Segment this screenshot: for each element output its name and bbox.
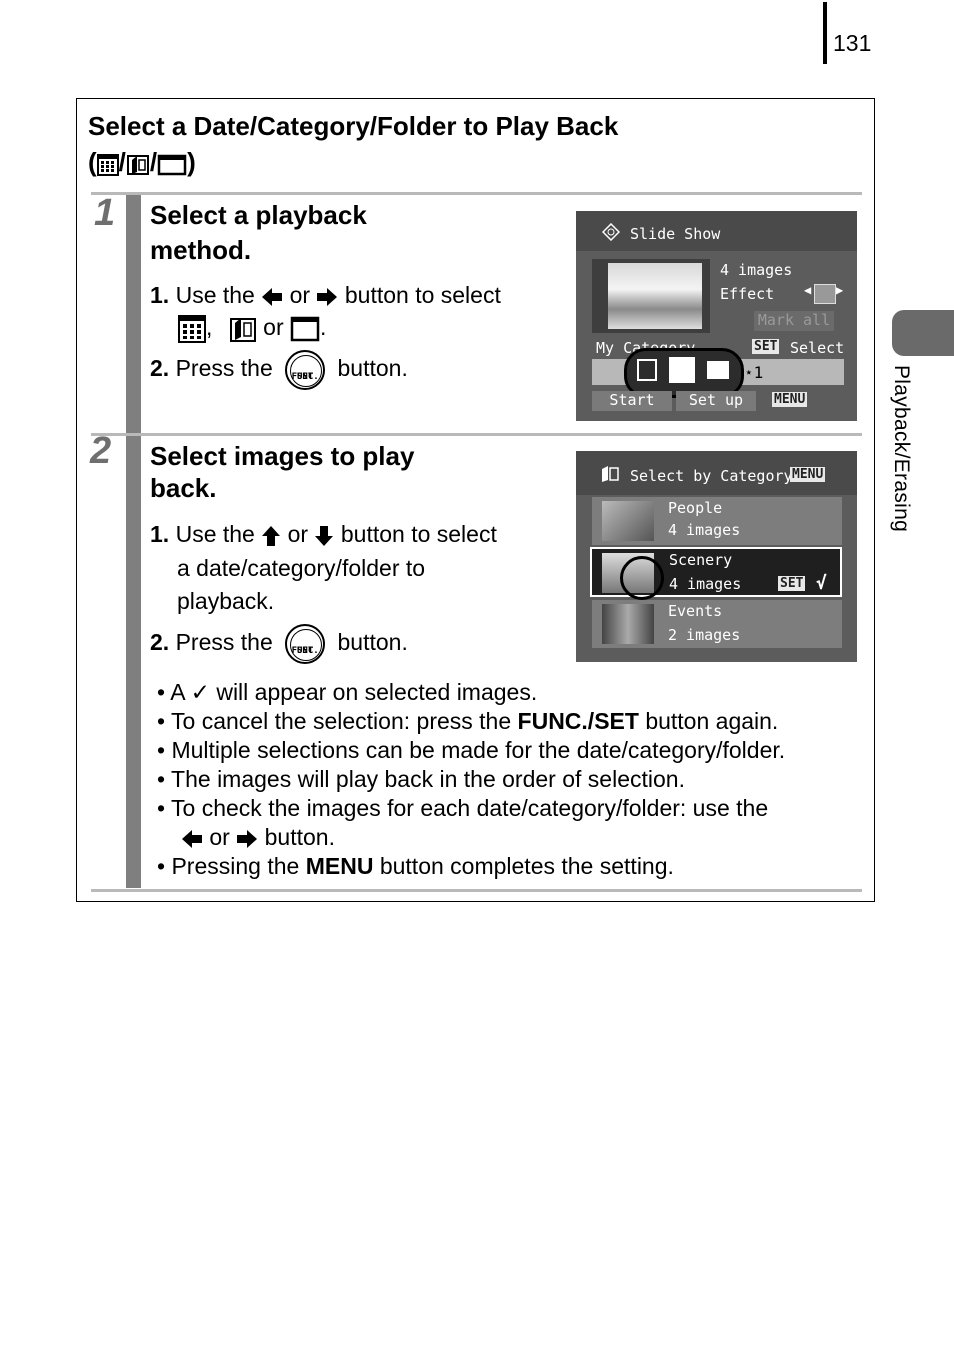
- step1-item1-line2: , or .: [178, 311, 326, 344]
- folder-icon: [157, 154, 187, 176]
- func-set-button-icon: FUNC.SET: [285, 624, 326, 664]
- func-set-button-icon: FUNC.SET: [285, 350, 326, 390]
- left-arrow-icon: [182, 829, 202, 848]
- step1-item2: 2. Press the FUNC.SET button.: [150, 350, 408, 390]
- up-arrow-icon: [262, 525, 281, 546]
- right-arrow-icon: [237, 829, 258, 848]
- category-icon: [229, 317, 256, 342]
- date-grid-icon: [96, 154, 119, 177]
- slideshow-header: Slide Show: [630, 225, 721, 243]
- right-arrow-icon: [317, 287, 338, 306]
- step2-item1-line2: a date/category/folder to: [177, 555, 426, 581]
- chapter-tab: [892, 310, 954, 356]
- effect-label: Effect: [720, 285, 775, 303]
- category-icon: [126, 155, 149, 176]
- camera-screen-slideshow: Slide Show 4 images Effect ◀ ▶ Mark all …: [576, 211, 857, 421]
- effect-selector: ◀ ▶: [804, 283, 844, 305]
- slideshow-icon: [602, 223, 620, 241]
- step2-number: 2: [90, 430, 112, 472]
- page-number-rule: [823, 2, 827, 64]
- step2-item1-line3: playback.: [177, 588, 275, 614]
- set-badge: SET: [752, 339, 780, 354]
- note-2: • To cancel the selection: press the FUN…: [157, 708, 779, 734]
- section-title: Select a Date/Category/Folder to Play Ba…: [88, 108, 618, 180]
- category-icon: [602, 466, 619, 482]
- setup-button: Set up: [676, 391, 756, 411]
- section-title-line2: (//): [88, 147, 196, 177]
- divider-top: [91, 192, 862, 195]
- step-bar: [126, 195, 141, 888]
- folder-icon: [290, 316, 320, 342]
- note-4: • The images will play back in the order…: [157, 766, 685, 792]
- category-row-people: People 4 images: [592, 497, 842, 545]
- category-row-events: Events 2 images: [592, 600, 842, 648]
- section-title-line1: Select a Date/Category/Folder to Play Ba…: [88, 111, 619, 141]
- divider-bottom: [91, 889, 862, 892]
- select-label: Select: [790, 339, 845, 357]
- menu-badge: MENU: [790, 467, 826, 482]
- image-count: 4 images: [720, 261, 793, 279]
- chapter-label: Playback/Erasing: [890, 365, 913, 533]
- note-6: • Pressing the MENU button completes the…: [157, 853, 674, 879]
- highlight-ellipse: [624, 348, 744, 398]
- section-frame: [76, 98, 875, 902]
- divider-middle: [91, 433, 862, 436]
- step2-item1: 1. Use the or button to select: [150, 521, 497, 547]
- preview-thumbnail: [592, 259, 710, 333]
- notes-list: • A ✓ will appear on selected images. • …: [157, 678, 867, 881]
- date-grid-icon: [178, 314, 206, 343]
- page-number: 131: [833, 30, 872, 56]
- highlight-circle: [620, 556, 664, 600]
- mark-all-button: Mark all: [754, 311, 834, 331]
- camera-screen-category: Select by Category MENU People 4 images …: [576, 451, 857, 662]
- step1-item1: 1. Use the or button to select: [150, 282, 501, 308]
- start-button: Start: [592, 391, 672, 411]
- step1-number: 1: [94, 192, 116, 234]
- rating-label: ⋆1: [744, 363, 764, 382]
- note-5: • To check the images for each date/cate…: [157, 795, 769, 821]
- note-3: • Multiple selections can be made for th…: [157, 737, 786, 763]
- down-arrow-icon: [315, 525, 334, 546]
- step2-item2: 2. Press the FUNC.SET button.: [150, 624, 408, 664]
- menu-badge: MENU: [772, 392, 808, 407]
- note-5-line2: or button.: [157, 823, 867, 852]
- category-header: Select by Category: [630, 467, 793, 485]
- note-1: • A ✓ will appear on selected images.: [157, 679, 538, 705]
- left-arrow-icon: [262, 287, 283, 306]
